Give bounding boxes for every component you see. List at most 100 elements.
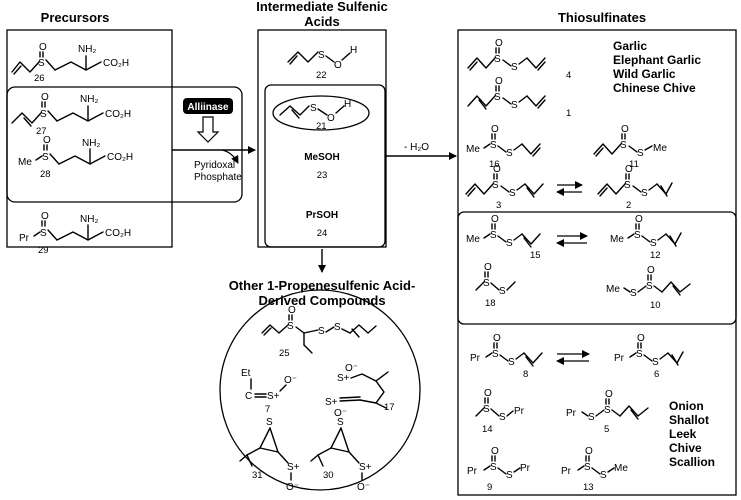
cofactor-label-line2: Phosphate xyxy=(194,172,242,183)
atom-o: O xyxy=(491,124,499,135)
compound-30: S S+ O⁻ 30 xyxy=(310,417,372,493)
atom-nh2: NH₂ xyxy=(82,138,100,149)
compound-number-23: 23 xyxy=(317,170,328,181)
atom-o: O xyxy=(484,388,492,399)
atom-o: O xyxy=(41,92,49,103)
atom-nh2: NH₂ xyxy=(80,214,98,225)
atom-o-minus: O⁻ xyxy=(284,375,297,386)
compound-31: S S+ O⁻ 31 xyxy=(239,417,300,493)
atom-pr: Pr xyxy=(514,406,525,417)
atom-s-plus: S+ xyxy=(267,391,280,402)
atom-o: O xyxy=(605,389,613,400)
atom-co2h: CO₂H xyxy=(107,152,133,163)
atom-co2h: CO₂H xyxy=(105,109,131,120)
atom-o-minus: O⁻ xyxy=(286,482,299,493)
atom-o: O xyxy=(327,113,335,124)
compound-number-13: 13 xyxy=(583,482,594,493)
compound-number-25: 25 xyxy=(279,348,290,359)
compound-number-30: 30 xyxy=(323,470,334,481)
atom-nh2: NH₂ xyxy=(80,94,98,105)
plant-onion: Onion xyxy=(669,399,704,413)
compound-number-7: 7 xyxy=(265,404,270,415)
atom-s: S xyxy=(42,152,49,163)
atom-s: S xyxy=(483,404,490,415)
water-loss-label: - H₂O xyxy=(404,142,429,153)
compound-21: S O H 21 xyxy=(279,99,351,132)
compound-number-26: 26 xyxy=(34,73,45,84)
atom-o: O xyxy=(495,38,503,49)
atom-s: S xyxy=(337,417,344,428)
atom-co2h: CO₂H xyxy=(105,228,131,239)
atom-o: O xyxy=(495,76,503,87)
atom-s: S xyxy=(266,417,273,428)
alliinase-hollow-arrow xyxy=(196,116,220,143)
alliinase-badge xyxy=(183,98,233,114)
derived-heading-line1: Other 1-Propenesulfenic Acid- xyxy=(229,278,416,293)
compound-10: Me S S O 10 xyxy=(606,265,691,311)
compound-number-22: 22 xyxy=(316,70,327,81)
compound-number-18: 18 xyxy=(485,298,496,309)
atom-pr: Pr xyxy=(470,353,481,364)
atom-s: S xyxy=(38,58,45,69)
atom-s-plus: S+ xyxy=(325,397,338,408)
atom-s-plus: S+ xyxy=(287,462,300,473)
atom-s: S xyxy=(494,92,501,103)
atom-o: O xyxy=(621,124,629,135)
plant-shallot: Shallot xyxy=(669,413,709,427)
alliinase-label: Alliinase xyxy=(187,102,229,113)
compound-9: Pr S O S Pr 9 xyxy=(467,446,531,493)
compound-number-8: 8 xyxy=(523,369,528,380)
compound-number-2: 2 xyxy=(626,200,631,211)
atom-o: O xyxy=(637,333,645,344)
atom-s: S xyxy=(652,357,659,368)
sulfenic-acids-inner-box xyxy=(264,84,386,248)
atom-o-minus: O⁻ xyxy=(334,408,347,419)
atom-s: S xyxy=(509,188,516,199)
atom-o: O xyxy=(43,135,51,146)
compound-number-27: 27 xyxy=(36,126,47,137)
atom-pr: Pr xyxy=(19,233,30,244)
compound-11: S O S Me 11 xyxy=(593,124,667,170)
compound-27: S O NH₂ CO₂H 27 xyxy=(11,92,131,137)
compound-17: S+ O⁻ S+ O⁻ 17 xyxy=(325,363,395,419)
atom-s: S xyxy=(310,103,317,114)
cofactor-label-line1: Pyridoxal xyxy=(194,160,235,171)
atom-s: S xyxy=(506,148,513,159)
atom-s: S xyxy=(334,322,341,333)
atom-s: S xyxy=(511,62,518,73)
compound-29: Pr S O NH₂ CO₂H 29 xyxy=(19,211,131,256)
derived-compounds-circle xyxy=(219,289,421,491)
compound-number-28: 28 xyxy=(40,169,51,180)
compound-14: S O S Pr 14 xyxy=(475,388,525,435)
compound-number-12: 12 xyxy=(650,250,661,261)
atom-s: S xyxy=(600,470,607,481)
compound-number-24: 24 xyxy=(317,228,328,239)
plant-leek: Leek xyxy=(669,427,697,441)
compound-number-15: 15 xyxy=(530,250,541,261)
propenesulfenic-acid-ellipse xyxy=(272,95,370,131)
compound-number-11: 11 xyxy=(629,159,639,170)
atom-s: S xyxy=(646,281,653,292)
compound-22: S O H 22 xyxy=(287,45,357,81)
atom-s: S xyxy=(641,188,648,199)
atom-s: S xyxy=(634,230,641,241)
compound-4: S O S 4 xyxy=(467,38,571,81)
atom-me: Me xyxy=(606,284,620,295)
compound-3: S O S 3 xyxy=(465,164,544,211)
plant-wild-garlic: Wild Garlic xyxy=(613,67,676,81)
atom-s: S xyxy=(506,238,513,249)
atom-h: H xyxy=(350,45,357,56)
intermediate-heading-line1: Intermediate Sulfenic xyxy=(256,0,387,14)
methyl-thiosulfinates-box xyxy=(457,211,737,325)
atom-pr: Pr xyxy=(614,353,625,364)
atom-s-plus: S+ xyxy=(337,373,350,384)
plant-garlic: Garlic xyxy=(613,39,647,53)
mesoh-label: MeSOH xyxy=(304,152,340,163)
cofactor-curved-arrow xyxy=(221,149,239,164)
prsoh-label: PrSOH xyxy=(306,210,338,221)
atom-me: Me xyxy=(466,234,480,245)
atom-o: O xyxy=(647,265,655,276)
compound-25: S O S S 25 xyxy=(261,305,377,359)
atom-s: S xyxy=(492,349,499,360)
atom-me: Me xyxy=(614,463,628,474)
